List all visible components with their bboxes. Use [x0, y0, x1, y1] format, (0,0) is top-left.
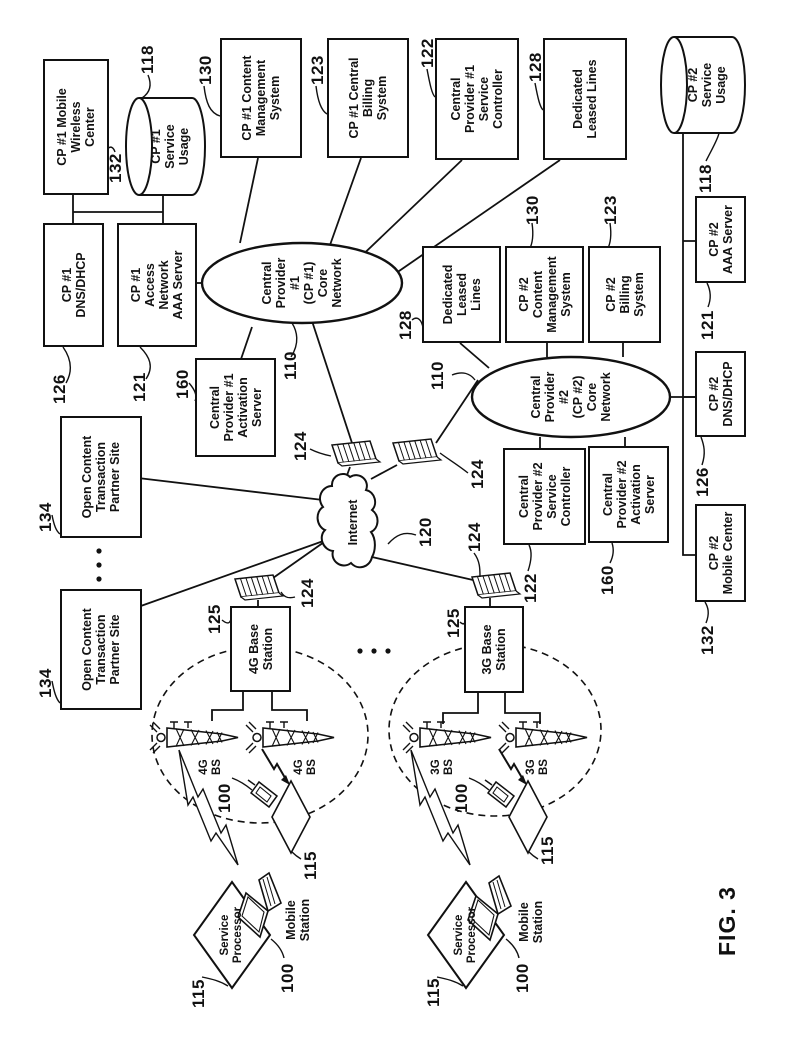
ref-110-cp2: 110 — [428, 361, 447, 390]
label-cp2-core-network: Central Provider #2 (CP #2) Core Network — [529, 371, 613, 423]
ref-100-laptop-4g: 100 — [278, 963, 297, 993]
connection-lines — [72, 133, 695, 724]
ref-132-cp2: 132 — [698, 625, 717, 655]
ref-121-cp2: 121 — [698, 310, 717, 340]
box-cp1-activation-server: Central Provider #1 Activation Server — [195, 358, 276, 457]
box-cp1-service-controller: Central Provider #1 Service Controller — [435, 38, 519, 160]
box-cp1-content-management-system: CP #1 Content Management System — [220, 38, 302, 158]
ref-122-cp1: 122 — [418, 38, 437, 68]
ref-123-cp1: 123 — [308, 55, 327, 85]
ref-120-internet: 120 — [416, 517, 435, 547]
label-mobile-station-4g: Mobile Station — [284, 898, 312, 942]
label-3g-bs-2: 3G BS — [525, 759, 550, 775]
router-icon-a — [331, 440, 381, 467]
ref-128-cp2: 128 — [396, 310, 415, 340]
box-cp2-content-management-system: CP #2 Content Management System — [505, 246, 584, 343]
phone-bolt-icons — [261, 748, 527, 785]
ref-124-router-c: 124 — [298, 578, 317, 608]
label-cp1-core-network: Central Provider #1 (CP #1) Core Network — [260, 257, 344, 309]
label-mobile-station-3g: Mobile Station — [517, 900, 545, 944]
label-service-processor-4g: Service Processor — [219, 906, 244, 964]
ref-100-phone-3g: 100 — [452, 783, 471, 813]
ref-100-laptop-3g: 100 — [513, 963, 532, 993]
tower-icon-3g-1 — [402, 721, 492, 754]
box-3g-base-station: 3G Base Station — [464, 606, 524, 693]
bolt-4g-icon — [178, 749, 239, 866]
phone-diamond-4g — [271, 779, 311, 855]
label-4g-bs-2: 4G BS — [293, 759, 318, 775]
cp2-core-network-ellipse — [470, 355, 672, 439]
cp1-core-network-ellipse — [200, 241, 404, 325]
box-cp2-billing-system: CP #2 Billing System — [588, 246, 661, 343]
ref-124-router-b: 124 — [468, 459, 487, 489]
tower-icon-3g-2 — [498, 721, 588, 754]
router-icon-d — [471, 572, 521, 599]
label-4g-bs-1: 4G BS — [198, 759, 223, 775]
cp1-service-usage-cylinder — [125, 97, 206, 196]
ref-121-cp1: 121 — [130, 372, 149, 402]
box-cp1-mobile-wireless-center: CP #1 Mobile Wireless Center — [43, 59, 109, 195]
ref-124-router-d: 124 — [465, 522, 484, 552]
internet-cloud — [316, 473, 379, 569]
tower-icon-4g-2 — [245, 721, 335, 754]
ref-115-sp-3g: 115 — [424, 978, 443, 1007]
ref-160-cp2: 160 — [598, 565, 617, 595]
box-cp2-activation-server: Central Provider #2 Activation Server — [588, 446, 669, 543]
ref-122-cp2: 122 — [521, 573, 540, 603]
phone-icon-4g — [247, 779, 278, 808]
ellipsis-dots — [96, 548, 391, 654]
ref-125-4g: 125 — [205, 604, 224, 634]
ref-124-router-a: 124 — [291, 431, 310, 461]
ref-118-cp1: 118 — [138, 45, 157, 74]
box-cp2-aaa-server: CP #2 AAA Server — [695, 196, 746, 283]
ref-125-3g: 125 — [444, 608, 463, 638]
label-cp1-service-usage: CP #1 Service Usage — [149, 124, 191, 169]
ref-128-cp1: 128 — [526, 52, 545, 82]
ref-130-cp2: 130 — [523, 195, 542, 225]
label-3g-bs-1: 3G BS — [430, 759, 455, 775]
box-open-content-transaction-partner-site-1: Open Content Transaction Partner Site — [60, 416, 142, 538]
box-cp1-central-billing-system: CP #1 Central Billing System — [327, 38, 409, 158]
router-icon-c — [234, 574, 284, 601]
box-cp1-dedicated-leased-lines: Dedicated Leased Lines — [543, 38, 627, 160]
ref-134-octps1: 134 — [36, 502, 55, 532]
label-cp2-service-usage: CP #2 Service Usage — [686, 62, 728, 108]
ref-134-octps2: 134 — [36, 668, 55, 698]
lightning-bolt-icons — [178, 749, 471, 866]
ref-100-phone-4g: 100 — [215, 783, 234, 813]
cp2-service-usage-cylinder — [660, 36, 746, 134]
phone-diamond-3g — [508, 779, 548, 855]
box-open-content-transaction-partner-site-2: Open Content Transaction Partner Site — [60, 589, 142, 710]
ref-130-cp1: 130 — [196, 55, 215, 85]
ref-110-cp1: 110 — [281, 351, 300, 380]
ref-126-cp2: 126 — [693, 467, 712, 497]
box-cp2-dns-dhcp: CP #2 DNS/DHCP — [695, 351, 746, 437]
bolt-3g-icon — [410, 749, 471, 866]
router-icon-b — [392, 438, 442, 465]
box-cp2-service-controller: Central Provider #2 Service Controller — [503, 448, 586, 545]
box-cp1-dns-dhcp: CP #1 DNS/DHCP — [43, 223, 104, 347]
label-internet: Internet — [346, 499, 360, 546]
reference-leaders — [51, 68, 720, 987]
ref-160-cp1: 160 — [173, 369, 192, 399]
figure-caption: FIG. 3 — [714, 886, 740, 956]
tower-icon-4g-1 — [149, 721, 239, 754]
box-cp2-mobile-center: CP #2 Mobile Center — [695, 504, 746, 602]
phone-icon-3g — [484, 779, 515, 808]
ref-115-phone-diamond-4g: 115 — [301, 851, 320, 880]
ref-115-phone-diamond-3g: 115 — [538, 836, 557, 865]
ref-115-sp-4g: 115 — [189, 979, 208, 1008]
ref-132-cp1: 132 — [106, 153, 125, 183]
ref-126-cp1: 126 — [50, 374, 69, 404]
box-4g-base-station: 4G Base Station — [230, 606, 291, 692]
label-service-processor-3g: Service Processor — [453, 906, 478, 964]
box-cp2-dedicated-leased-lines: Dedicated Leased Lines — [422, 246, 501, 343]
ref-123-cp2: 123 — [601, 195, 620, 225]
box-cp1-access-network-aaa-server: CP #1 Access Network AAA Server — [117, 223, 197, 347]
ref-118-cp2: 118 — [696, 164, 715, 193]
